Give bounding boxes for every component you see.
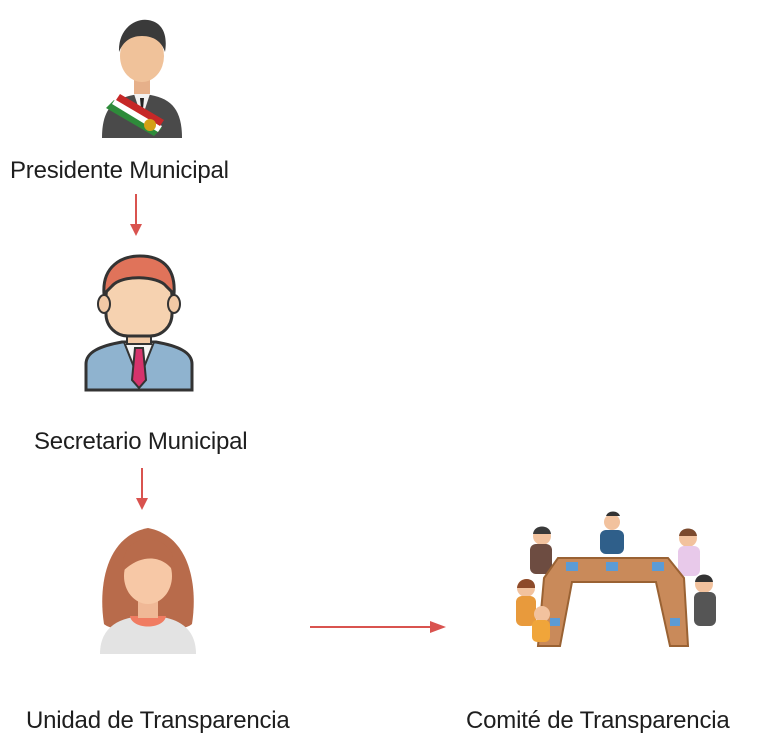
arrow-unit-to-committee <box>310 619 450 635</box>
unit-label: Unidad de Transparencia <box>26 707 290 734</box>
meeting-table-icon <box>516 511 716 647</box>
committee-node <box>508 508 728 658</box>
arrow-secretary-to-unit <box>134 468 150 512</box>
woman-icon <box>100 528 196 654</box>
man-in-suit-icon <box>84 254 194 392</box>
president-label: Presidente Municipal <box>10 157 229 184</box>
secretary-node <box>82 252 196 392</box>
president-with-sash-icon <box>102 19 182 138</box>
committee-label: Comité de Transparencia <box>466 707 730 734</box>
president-node <box>92 8 192 140</box>
unit-node <box>92 516 204 654</box>
arrow-president-to-secretary <box>128 194 144 238</box>
secretary-label: Secretario Municipal <box>34 428 248 455</box>
